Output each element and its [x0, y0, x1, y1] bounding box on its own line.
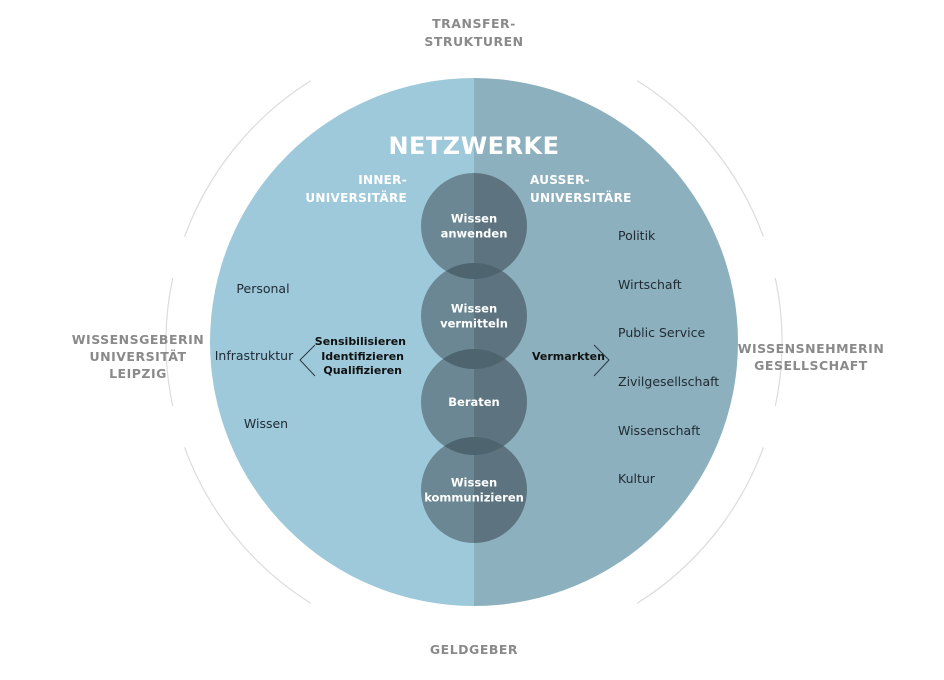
svg-text:UNIVERSITÄRE: UNIVERSITÄRE: [305, 190, 407, 205]
outer-label-right: WISSENSNEHMERIN GESELLSCHAFT: [738, 341, 885, 373]
center-circle-label: Wissen: [451, 476, 497, 490]
center-circle-left-half: [421, 349, 474, 455]
circle-overlap: [444, 437, 504, 456]
title-netzwerke: NETZWERKE: [388, 132, 559, 160]
outer-label-bottom: GELDGEBER: [430, 642, 518, 657]
right-verbs: Vermarkten: [532, 350, 605, 363]
svg-text:AUSSER-: AUSSER-: [530, 173, 590, 187]
outer-ring-arc: [184, 80, 312, 237]
left-item: Personal: [236, 281, 289, 296]
svg-text:UNIVERSITÄT: UNIVERSITÄT: [89, 349, 186, 364]
center-circle: [421, 437, 527, 543]
center-circle-label: kommunizieren: [424, 491, 524, 505]
center-circle: [421, 349, 527, 455]
svg-text:Vermarkten: Vermarkten: [532, 350, 605, 363]
circle-overlap: [443, 349, 505, 370]
left-header: INNER- UNIVERSITÄRE: [305, 173, 407, 205]
svg-text:WISSENSNEHMERIN: WISSENSNEHMERIN: [738, 341, 885, 356]
svg-text:UNIVERSITÄRE: UNIVERSITÄRE: [530, 190, 632, 205]
svg-text:GELDGEBER: GELDGEBER: [430, 642, 518, 657]
svg-text:TRANSFER-: TRANSFER-: [432, 16, 516, 31]
center-circle-label: anwenden: [441, 227, 508, 241]
ausseruniversitaer-half: [474, 78, 738, 606]
svg-text:WISSENSGEBERIN: WISSENSGEBERIN: [72, 332, 205, 347]
center-circle-left-half: [421, 263, 474, 369]
outer-ring-arc: [184, 447, 312, 604]
right-item: Zivilgesellschaft: [618, 374, 719, 389]
main-circle: [210, 78, 738, 606]
left-item: Wissen: [244, 416, 288, 431]
right-item: Kultur: [618, 471, 656, 486]
right-item: Public Service: [618, 325, 705, 340]
left-verbs: Sensibilisieren Identifizieren Qualifizi…: [315, 335, 406, 377]
outer-ring: [165, 80, 783, 604]
center-circle: [421, 173, 527, 279]
outer-label-top: TRANSFER- STRUKTUREN: [424, 16, 523, 49]
svg-text:INNER-: INNER-: [358, 173, 407, 187]
outer-ring-arc: [165, 277, 174, 407]
svg-text:STRUKTUREN: STRUKTUREN: [424, 34, 523, 49]
right-header: AUSSER- UNIVERSITÄRE: [530, 173, 632, 205]
left-items: Personal Infrastruktur Wissen: [215, 281, 294, 431]
center-circle-label: vermitteln: [440, 317, 508, 331]
right-items: Politik Wirtschaft Public Service Zivilg…: [618, 228, 719, 486]
center-circle-right-half: [474, 263, 527, 369]
outer-ring-arc: [636, 447, 764, 604]
chevron-left-icon: [299, 344, 316, 377]
outer-ring-arc: [636, 80, 764, 237]
center-circle-right-half: [474, 349, 527, 455]
outer-ring-arc: [774, 277, 783, 407]
svg-text:LEIPZIG: LEIPZIG: [109, 366, 167, 381]
right-item: Wissenschaft: [618, 423, 700, 438]
center-circles: WissenanwendenWissenvermittelnBeratenWis…: [421, 173, 527, 543]
center-circle-label: Beraten: [448, 395, 499, 409]
chevron-right-icon: [593, 344, 610, 377]
center-circle-right-half: [474, 437, 527, 543]
center-circle-left-half: [421, 437, 474, 543]
inneruniversitaer-half: [210, 78, 474, 606]
center-circle-label: Wissen: [451, 302, 497, 316]
center-circle-left-half: [421, 173, 474, 279]
outer-label-left: WISSENSGEBERIN UNIVERSITÄT LEIPZIG: [72, 332, 205, 381]
center-circle: [421, 263, 527, 369]
svg-text:Qualifizieren: Qualifizieren: [323, 364, 402, 377]
center-circle-right-half: [474, 173, 527, 279]
right-item: Wirtschaft: [618, 277, 682, 292]
left-item: Infrastruktur: [215, 348, 294, 363]
center-circle-label: Wissen: [451, 212, 497, 226]
svg-text:Identifizieren: Identifizieren: [321, 350, 404, 363]
right-item: Politik: [618, 228, 656, 243]
diagram-texts: NETZWERKE INNER- UNIVERSITÄRE AUSSER- UN…: [72, 16, 885, 657]
svg-text:Sensibilisieren: Sensibilisieren: [315, 335, 406, 348]
circle-overlap: [446, 263, 502, 279]
svg-text:GESELLSCHAFT: GESELLSCHAFT: [754, 358, 868, 373]
